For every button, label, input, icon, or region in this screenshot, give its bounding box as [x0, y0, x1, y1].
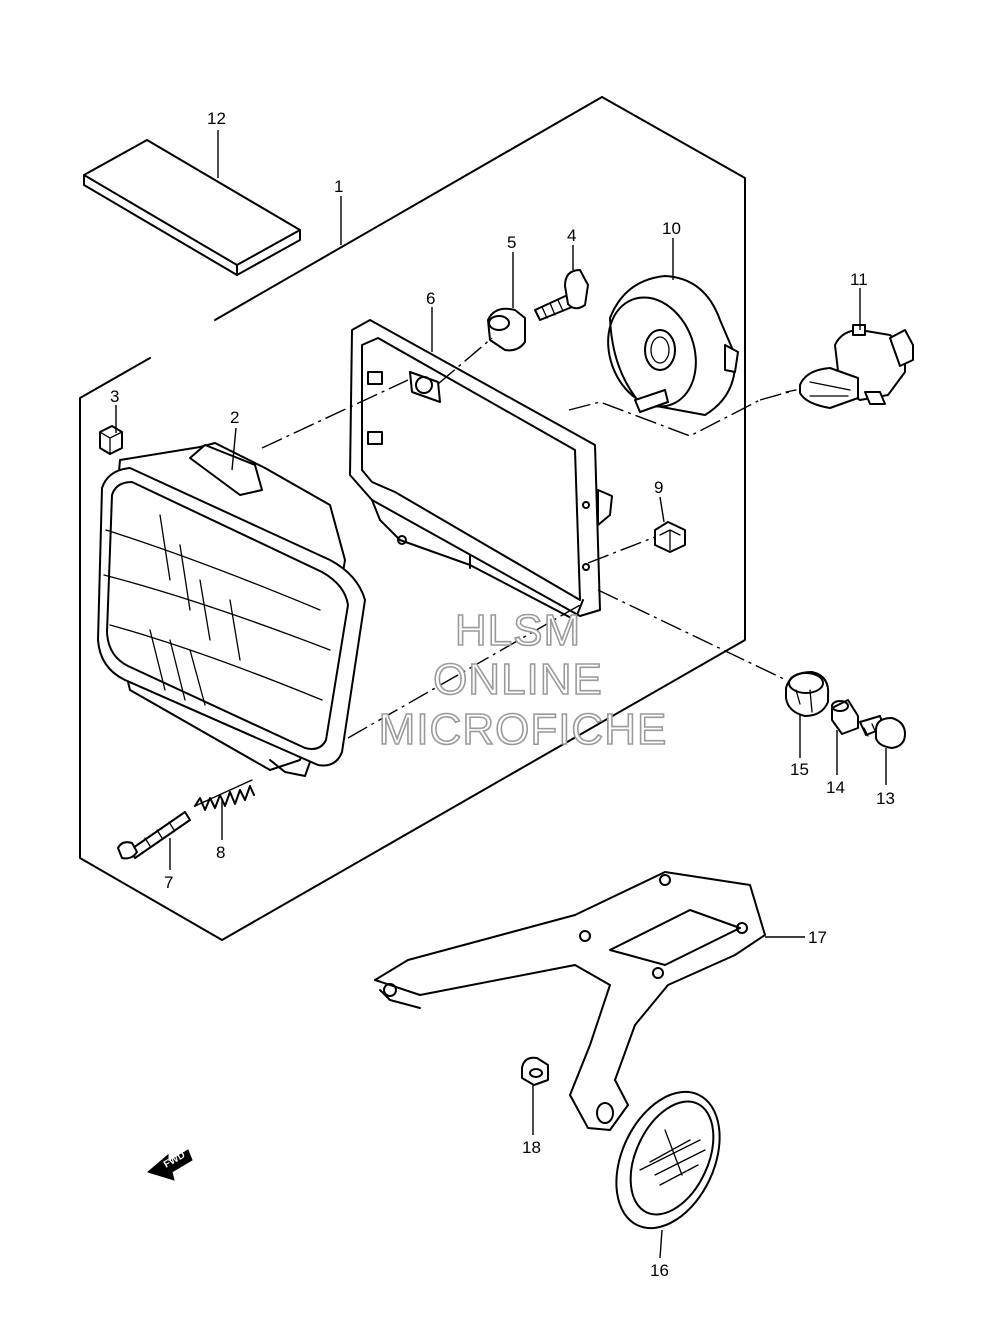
label-plate-part-12[interactable] [83, 139, 301, 276]
callout-numbers: 1 2 3 4 5 6 7 8 9 10 11 12 13 14 15 16 1… [110, 109, 895, 1280]
rubber-grommet-part-15[interactable] [785, 671, 830, 717]
callout-13: 13 [876, 789, 895, 808]
bolt-part-13[interactable] [859, 715, 906, 749]
headlamp-frame-part-6[interactable] [349, 319, 613, 621]
callout-18: 18 [522, 1138, 541, 1157]
assembly-guide-lines [261, 337, 797, 739]
callout-2: 2 [230, 408, 239, 427]
watermark: HLSM ONLINE MICROFICHE [378, 605, 668, 755]
callout-15: 15 [790, 760, 809, 779]
callout-7: 7 [164, 873, 173, 892]
forward-direction-arrow: FWD [146, 1149, 193, 1181]
watermark-line-3: MICROFICHE [379, 705, 668, 754]
callout-1: 1 [334, 177, 343, 196]
clip-part-9[interactable] [654, 521, 686, 553]
assembly-boundary-box [79, 96, 746, 941]
headlamp-unit-part-2[interactable] [97, 442, 366, 777]
callout-17: 17 [808, 928, 827, 947]
clip-nut-part-3[interactable] [99, 425, 123, 455]
callout-6: 6 [426, 289, 435, 308]
bracket-part-17[interactable] [374, 871, 766, 1131]
callout-8: 8 [216, 843, 225, 862]
spring-part-8[interactable] [194, 779, 255, 811]
callout-11: 11 [850, 270, 868, 289]
callout-12: 12 [207, 109, 226, 128]
adjusting-screw-part-4[interactable] [534, 269, 589, 321]
collar-part-14[interactable] [831, 699, 859, 735]
callout-10: 10 [662, 219, 681, 238]
grommet-part-5[interactable] [487, 307, 526, 352]
callout-16: 16 [650, 1261, 669, 1280]
leader-lines [115, 130, 887, 1259]
callout-4: 4 [567, 226, 576, 245]
socket-cover-part-10[interactable] [593, 275, 739, 419]
watermark-line-2: ONLINE [433, 655, 603, 704]
assembly-boundary-top-edge [214, 96, 603, 321]
screw-part-7[interactable] [117, 811, 191, 860]
callout-9: 9 [654, 478, 663, 497]
watermark-line-1: HLSM [455, 606, 581, 655]
nut-part-18[interactable] [521, 1056, 549, 1086]
callout-3: 3 [110, 387, 119, 406]
reflector-part-16[interactable] [596, 1075, 740, 1244]
callout-14: 14 [826, 778, 845, 797]
callout-5: 5 [507, 233, 516, 252]
bulb-part-11[interactable] [785, 324, 914, 409]
